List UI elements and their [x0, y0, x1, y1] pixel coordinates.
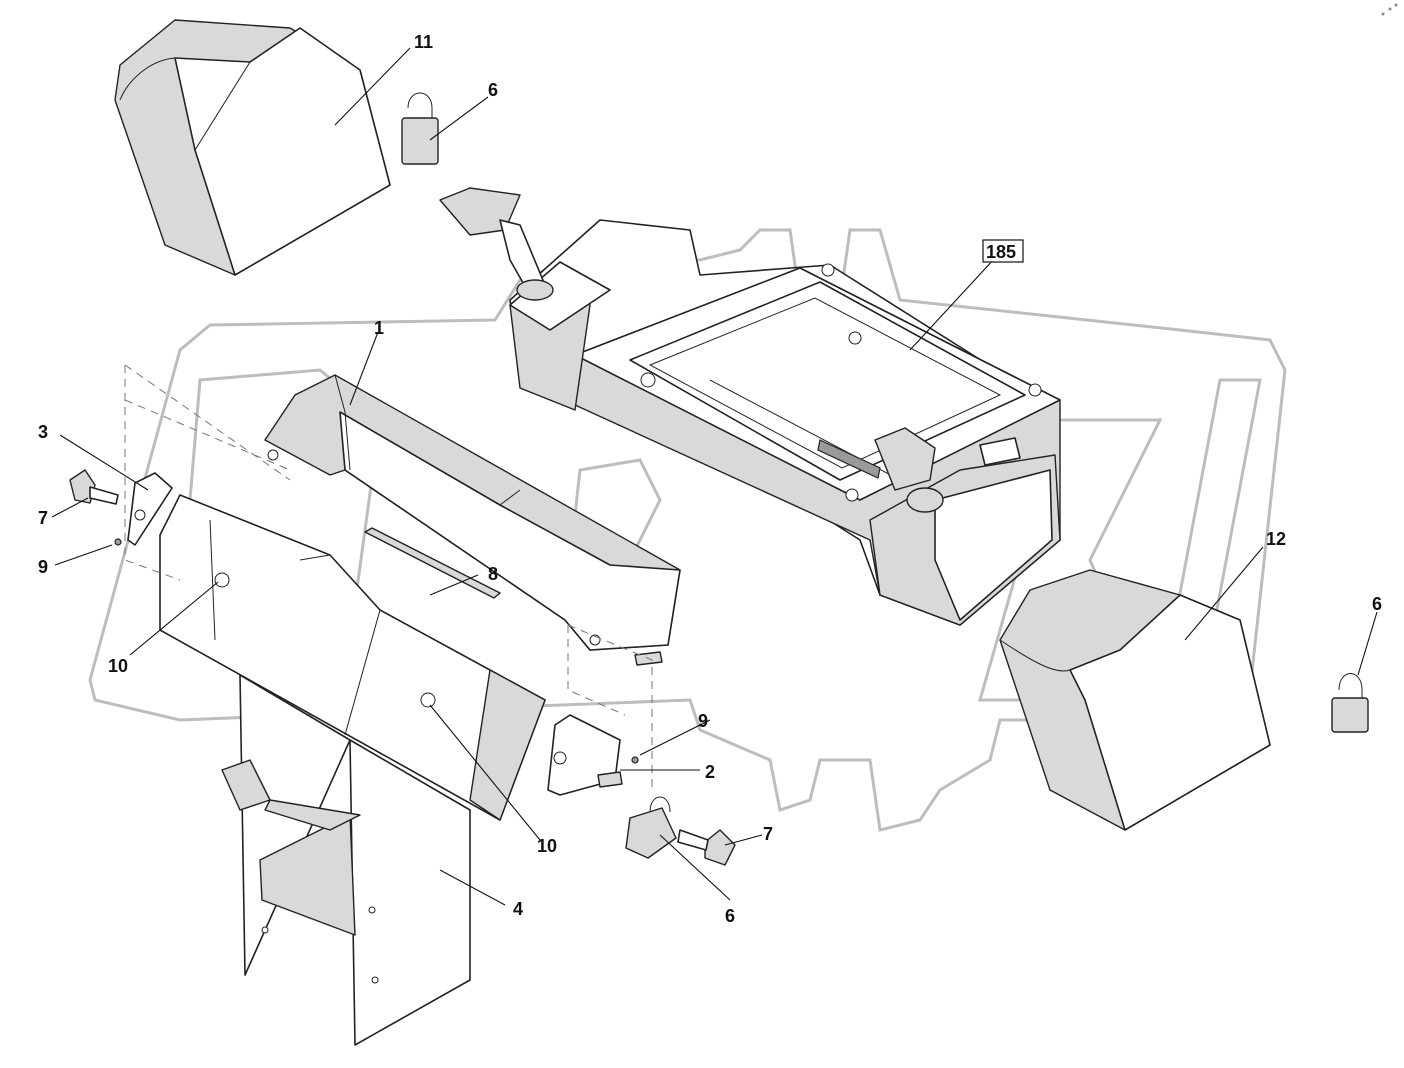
assembly-guides	[124, 364, 653, 790]
screw-9-icon	[631, 756, 639, 764]
callout-9-right: 9	[698, 711, 708, 731]
callout-7-right: 7	[763, 824, 773, 844]
housing-upper-1	[264, 374, 681, 666]
callout-10-left: 10	[108, 656, 128, 676]
callout-8: 8	[488, 564, 498, 584]
knob-7-icon	[69, 469, 119, 505]
cover-12	[999, 569, 1271, 831]
padlock-icon	[625, 796, 677, 859]
callout-labels: 11 6 1 3 7 9 8 10 9 2 7 10 6 4 12 6	[38, 32, 1382, 926]
stand-4	[221, 674, 471, 1046]
padlock-icon	[401, 92, 439, 165]
callout-12: 12	[1266, 529, 1286, 549]
callout-2: 2	[705, 762, 715, 782]
callout-1: 1	[374, 318, 384, 338]
screw-9-icon	[114, 538, 122, 546]
callout-6-top: 6	[488, 80, 498, 100]
bracket-3	[127, 472, 173, 546]
bracket-2	[547, 714, 623, 796]
housing-front	[159, 494, 546, 821]
padlock-icon	[1331, 673, 1369, 733]
corner-mark-icon	[1381, 3, 1398, 16]
callout-3: 3	[38, 422, 48, 442]
joystick-left-icon	[439, 187, 554, 301]
callout-11: 11	[414, 32, 433, 52]
cover-11	[114, 19, 391, 276]
callout-6-bottom: 6	[725, 906, 735, 926]
callout-4: 4	[513, 899, 523, 919]
callout-10-right: 10	[537, 836, 557, 856]
console-base-185	[509, 219, 1061, 626]
leader-lines	[51, 47, 1378, 906]
callout-6-right: 6	[1372, 594, 1382, 614]
joystick-right-icon	[874, 427, 944, 513]
callout-185: 185	[986, 242, 1016, 262]
callout-185-box: 185	[982, 239, 1024, 263]
knob-7-icon	[677, 829, 736, 866]
strip-8	[364, 527, 501, 599]
callout-7-left: 7	[38, 508, 48, 528]
callout-9-left: 9	[38, 557, 48, 577]
